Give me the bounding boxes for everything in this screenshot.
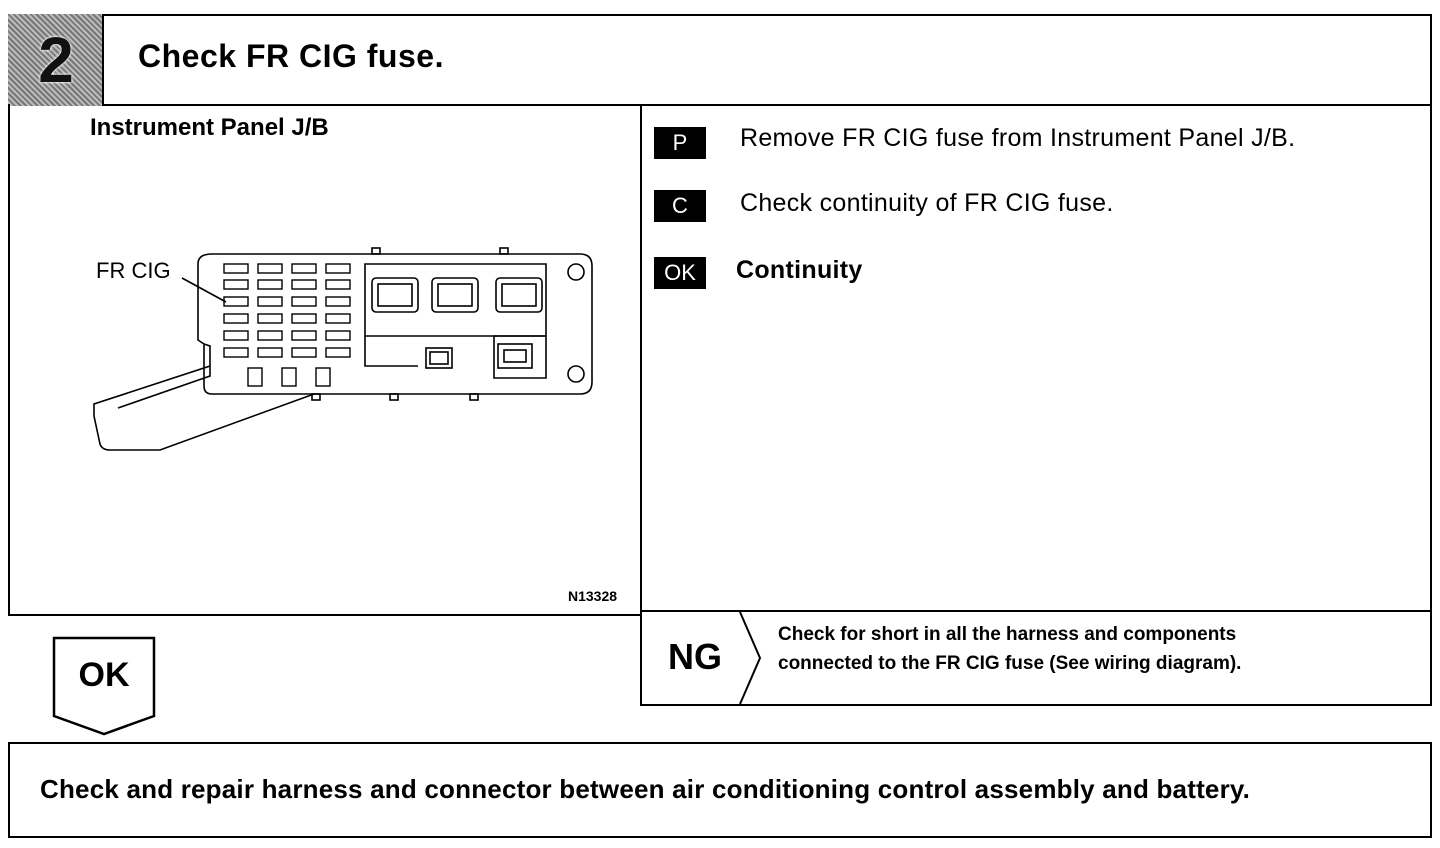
- procedure-tag-c: C: [654, 190, 706, 222]
- procedure-tag-ok: OK: [654, 257, 706, 289]
- result-box: [8, 742, 1432, 838]
- ok-arrow-icon: [52, 636, 156, 736]
- ng-instruction: Check for short in all the harness and c…: [778, 620, 1241, 678]
- ng-arrow-icon: [739, 612, 762, 704]
- fuse-callout-label: FR CIG: [96, 258, 171, 283]
- procedure-step-remove: Remove FR CIG fuse from Instrument Panel…: [740, 124, 1296, 152]
- ng-branch: [640, 610, 1432, 706]
- procedure-tag-p: P: [654, 127, 706, 159]
- junction-block-diagram: [93, 247, 593, 451]
- step-number-badge: [8, 14, 104, 106]
- step-title: Check FR CIG fuse.: [138, 38, 444, 74]
- figure-id: N13328: [568, 588, 618, 604]
- procedure-result-continuity: Continuity: [736, 256, 863, 284]
- ng-label: NG: [668, 636, 722, 677]
- ng-instruction-line1: Check for short in all the harness and c…: [778, 624, 1237, 645]
- figure-title: Instrument Panel J/B: [90, 114, 329, 141]
- procedure-step-check: Check continuity of FR CIG fuse.: [740, 189, 1114, 217]
- step-number: 2: [38, 24, 74, 96]
- procedure-panel: [640, 104, 1432, 612]
- ng-instruction-line2: connected to the FR CIG fuse (See wiring…: [778, 653, 1242, 674]
- result-instruction: Check and repair harness and connector b…: [40, 774, 1251, 804]
- ok-label: OK: [78, 656, 130, 694]
